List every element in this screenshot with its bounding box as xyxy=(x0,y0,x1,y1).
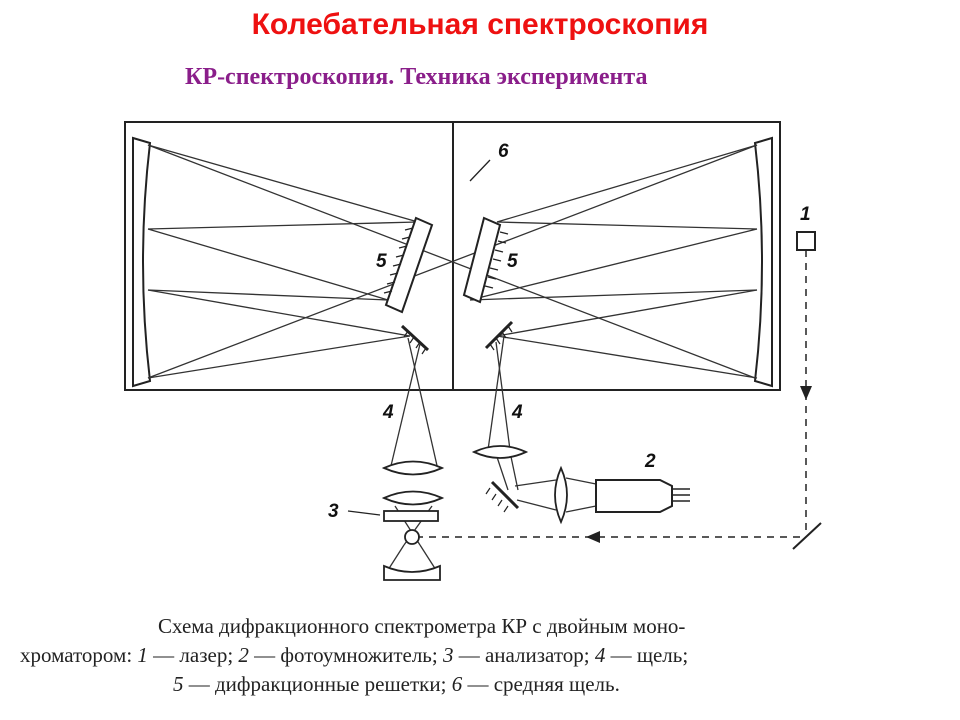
label-slit-right: 4 xyxy=(511,402,523,423)
laser-turning-mirror xyxy=(792,522,822,550)
label-photomultiplier: 2 xyxy=(644,451,656,472)
label-analyzer: 3 xyxy=(328,501,339,522)
laser xyxy=(796,231,816,251)
concave-mirror-left xyxy=(132,136,152,388)
label-laser: 1 xyxy=(800,204,811,225)
leader-lines xyxy=(347,159,491,516)
laser-beam xyxy=(418,250,807,538)
page-title: Колебательная спектроскопия xyxy=(251,8,709,41)
exit-lens xyxy=(471,445,529,459)
photomultiplier xyxy=(595,479,690,513)
figure-caption: Схема дифракционного спектрометра КР с д… xyxy=(20,612,940,699)
caption-line-1: Схема дифракционного спектрометра КР с д… xyxy=(158,614,686,638)
caption-line-3: 5 — дифракционные решетки; 6 — средняя щ… xyxy=(173,672,620,696)
label-slit-left: 4 xyxy=(382,402,394,423)
monochromator-housing xyxy=(124,121,781,391)
folding-mirror-left xyxy=(400,324,430,355)
collecting-lenses xyxy=(381,460,445,506)
diffraction-grating-right xyxy=(462,216,509,304)
label-grating-right: 5 xyxy=(507,251,518,272)
page-subtitle: КР-спектроскопия. Техника эксперимента xyxy=(185,64,648,90)
folding-mirror-right xyxy=(484,320,514,351)
beam-arrow-left xyxy=(586,531,600,543)
diffraction-grating-left xyxy=(383,216,434,314)
sample xyxy=(404,529,420,545)
detector-lens xyxy=(554,465,568,525)
concave-mirror-right xyxy=(753,136,773,388)
label-grating-left: 5 xyxy=(376,251,387,272)
collector-mirror xyxy=(383,564,441,581)
caption-line-2: хроматором: 1 — лазер; 2 — фотоумножител… xyxy=(20,643,689,667)
exit-mirror xyxy=(485,480,520,513)
slit-beams xyxy=(389,335,597,513)
label-middle-slit: 6 xyxy=(498,141,509,162)
analyzer xyxy=(383,510,439,522)
beam-arrow-down xyxy=(800,386,812,400)
optical-rays xyxy=(147,144,758,379)
